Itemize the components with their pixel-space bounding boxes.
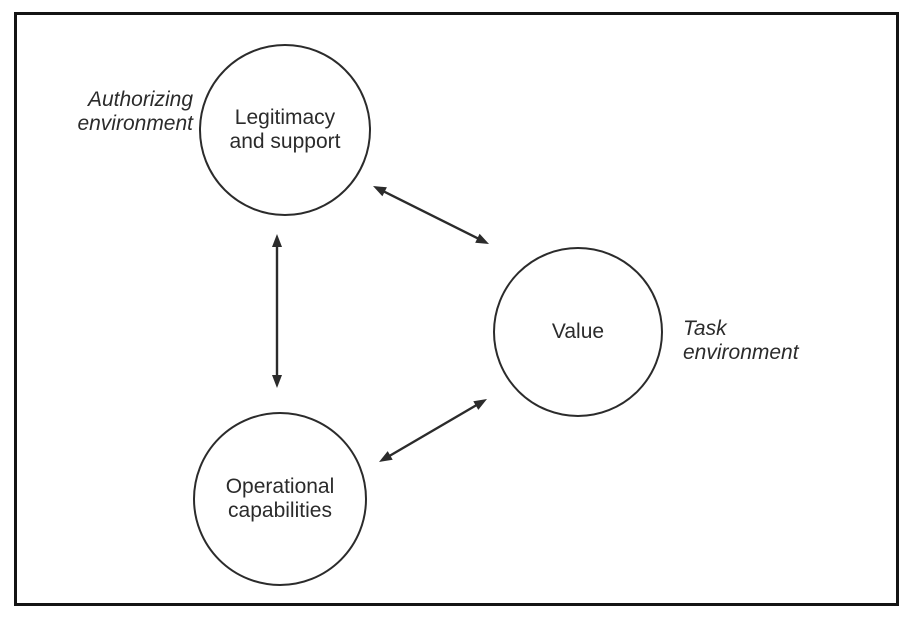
node-legitimacy-label: Legitimacy and support bbox=[229, 105, 341, 153]
node-value-label: Value bbox=[551, 319, 605, 343]
annotation-authorizing-environment: Authorizing environment bbox=[77, 88, 193, 136]
node-operational-capabilities: Operational capabilities bbox=[193, 412, 367, 586]
node-operational-label: Operational capabilities bbox=[225, 474, 335, 522]
node-value: Value bbox=[493, 247, 663, 417]
annotation-task-environment: Task environment bbox=[683, 317, 799, 365]
figure-frame bbox=[14, 12, 899, 606]
node-legitimacy-and-support: Legitimacy and support bbox=[199, 44, 371, 216]
